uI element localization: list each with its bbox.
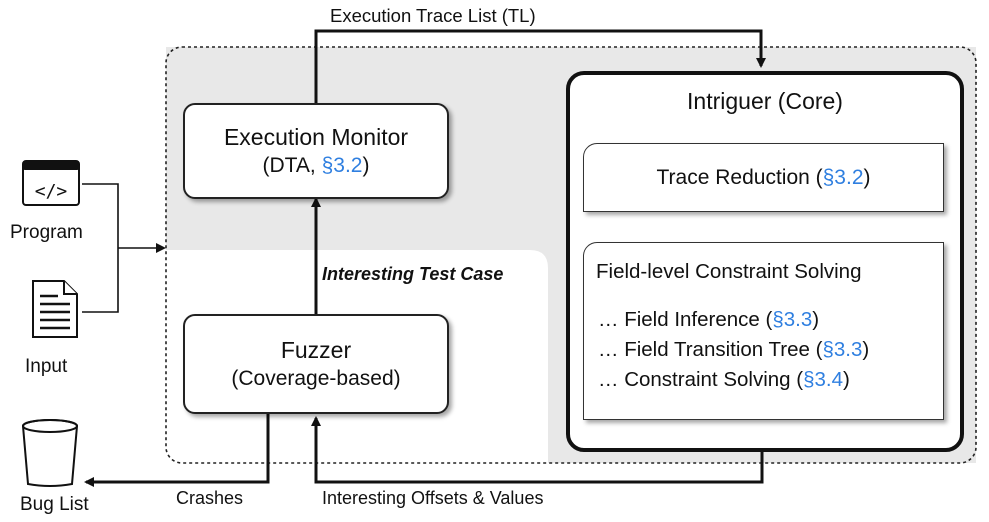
text-document-icon	[32, 280, 78, 338]
section-ref: §3.4	[803, 368, 843, 391]
trace-reduction-label: Trace Reduction (§3.2)	[656, 165, 871, 189]
section-ref: §3.3	[772, 308, 813, 331]
trace-list-label: Execution Trace List (TL)	[330, 5, 536, 26]
field-solving-node: Field-level Constraint Solving … Field I…	[583, 242, 944, 420]
code-glyph: </>	[35, 181, 68, 202]
program-connector	[82, 183, 119, 313]
crashes-arrow	[84, 412, 270, 487]
section-ref: §3.2	[822, 165, 864, 189]
offsets-values-label: Interesting Offsets & Values	[322, 488, 544, 508]
code-document-icon: </>	[22, 160, 80, 206]
trash-bin-icon	[20, 418, 80, 488]
field-solving-list: … Field Inference (§3.3) … Field Transit…	[598, 305, 869, 395]
list-item: … Field Transition Tree (§3.3)	[598, 338, 870, 361]
fuzzer-node: Fuzzer (Coverage-based)	[183, 314, 449, 414]
input-label: Input	[25, 356, 68, 377]
fuzzer-subtitle: (Coverage-based)	[231, 367, 401, 390]
section-ref: §3.2	[321, 154, 363, 177]
fuzzer-title: Fuzzer	[280, 337, 352, 363]
section-ref: §3.3	[822, 338, 863, 361]
trace-list-arrow	[314, 29, 766, 103]
field-solving-title: Field-level Constraint Solving	[596, 260, 862, 283]
trace-reduction-node: Trace Reduction (§3.2)	[583, 143, 944, 212]
list-item: … Constraint Solving (§3.4)	[598, 368, 850, 391]
test-case-label: Interesting Test Case	[322, 264, 504, 284]
execution-monitor-subtitle: (DTA, §3.2)	[262, 154, 370, 177]
bug-list-label: Bug List	[20, 494, 89, 515]
intriguer-title: Intriguer (Core)	[687, 88, 843, 114]
execution-monitor-node: Execution Monitor (DTA, §3.2)	[183, 103, 449, 199]
list-item: … Field Inference (§3.3)	[598, 308, 820, 331]
program-label: Program	[10, 222, 83, 243]
crashes-label: Crashes	[176, 488, 244, 508]
execution-monitor-title: Execution Monitor	[223, 124, 409, 150]
offsets-values-arrow	[311, 416, 764, 484]
